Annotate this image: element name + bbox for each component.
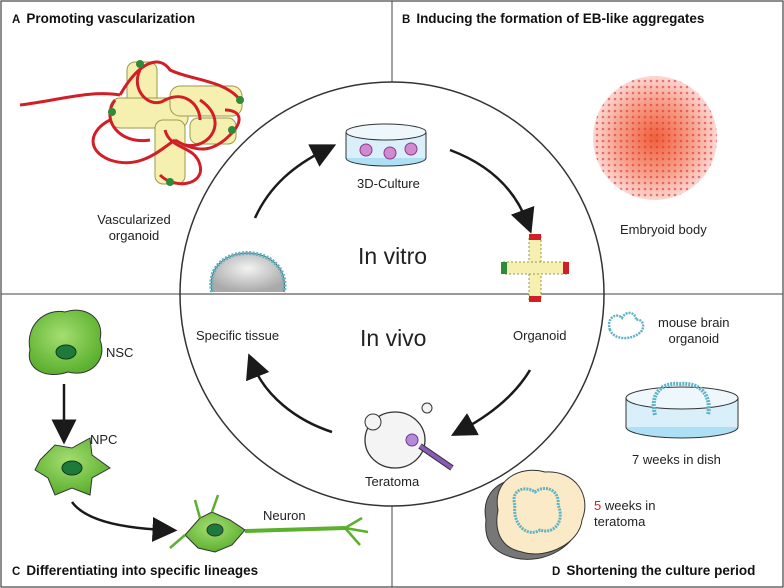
culture-dish-icon xyxy=(345,123,427,167)
vascularized-organoid-caption: Vascularized organoid xyxy=(86,212,182,244)
panel-b-header: B Inducing the formation of EB-like aggre… xyxy=(402,11,704,26)
panel-a-letter: A xyxy=(12,14,21,26)
teratoma-label: Teratoma xyxy=(365,474,420,489)
mouse-teratoma-icon xyxy=(364,402,454,471)
vascularized-caption-line2: organoid xyxy=(108,228,160,243)
panel-c-title: Differentiating into specific lineages xyxy=(26,563,259,578)
teratoma-duration-label: 5 weeks in teratoma xyxy=(594,498,655,530)
in-vivo-label: In vivo xyxy=(360,325,427,351)
teratoma-line2: teratoma xyxy=(594,514,646,529)
arrow-npc-to-neuron xyxy=(70,501,178,542)
nsc-label: NSC xyxy=(106,345,134,360)
mouse-brain-organoid-legend-icon xyxy=(607,311,645,340)
specific-tissue-label: Specific tissue xyxy=(196,328,280,343)
arrow-tissue-to-culture xyxy=(253,144,337,219)
panel-b-title: Inducing the formation of EB-like aggreg… xyxy=(416,11,705,26)
nsc-cell-icon xyxy=(28,309,103,376)
panel-d-header: D Shortening the culture period xyxy=(552,563,755,578)
culture-label: 3D-Culture xyxy=(357,176,420,191)
legend-line2: organoid xyxy=(668,331,720,346)
npc-label: NPC xyxy=(90,432,118,447)
neuron-icon xyxy=(169,494,369,553)
npc-cell-icon xyxy=(34,437,111,496)
dish-duration-label: 7 weeks in dish xyxy=(632,452,721,467)
arrow-organoid-to-teratoma xyxy=(450,369,532,436)
panel-d-letter: D xyxy=(552,566,561,578)
in-vitro-label: In vitro xyxy=(358,243,428,269)
panel-c-letter: C xyxy=(12,566,21,578)
panel-b-letter: B xyxy=(402,14,411,26)
panel-d-title: Shortening the culture period xyxy=(566,563,756,578)
specific-tissue-icon xyxy=(209,251,287,293)
panel-a-title: Promoting vascularization xyxy=(26,11,196,26)
arrow-teratoma-to-tissue xyxy=(246,353,333,434)
dish-brain-organoid-icon xyxy=(625,381,739,439)
legend-line1: mouse brain xyxy=(658,315,730,330)
panel-c-header: C Differentiating into specific lineages xyxy=(12,563,258,578)
mouse-brain-organoid-legend: mouse brain organoid xyxy=(658,315,730,347)
embryoid-body-caption: Embryoid body xyxy=(620,222,707,237)
embryoid-body-icon xyxy=(593,76,717,200)
vascularized-caption-line1: Vascularized xyxy=(97,212,171,227)
organoid-icon xyxy=(501,234,569,302)
teratoma-weeks-text: weeks in xyxy=(601,498,656,513)
arrow-culture-to-organoid xyxy=(449,148,535,234)
teratoma-weeks-number: 5 xyxy=(594,498,602,513)
neuron-label: Neuron xyxy=(263,508,306,523)
organoid-label: Organoid xyxy=(513,328,567,343)
teratoma-brain-organoid-icon xyxy=(484,469,586,560)
vascularized-organoid-icon xyxy=(19,60,244,186)
panel-a-header: A Promoting vascularization xyxy=(12,11,195,26)
